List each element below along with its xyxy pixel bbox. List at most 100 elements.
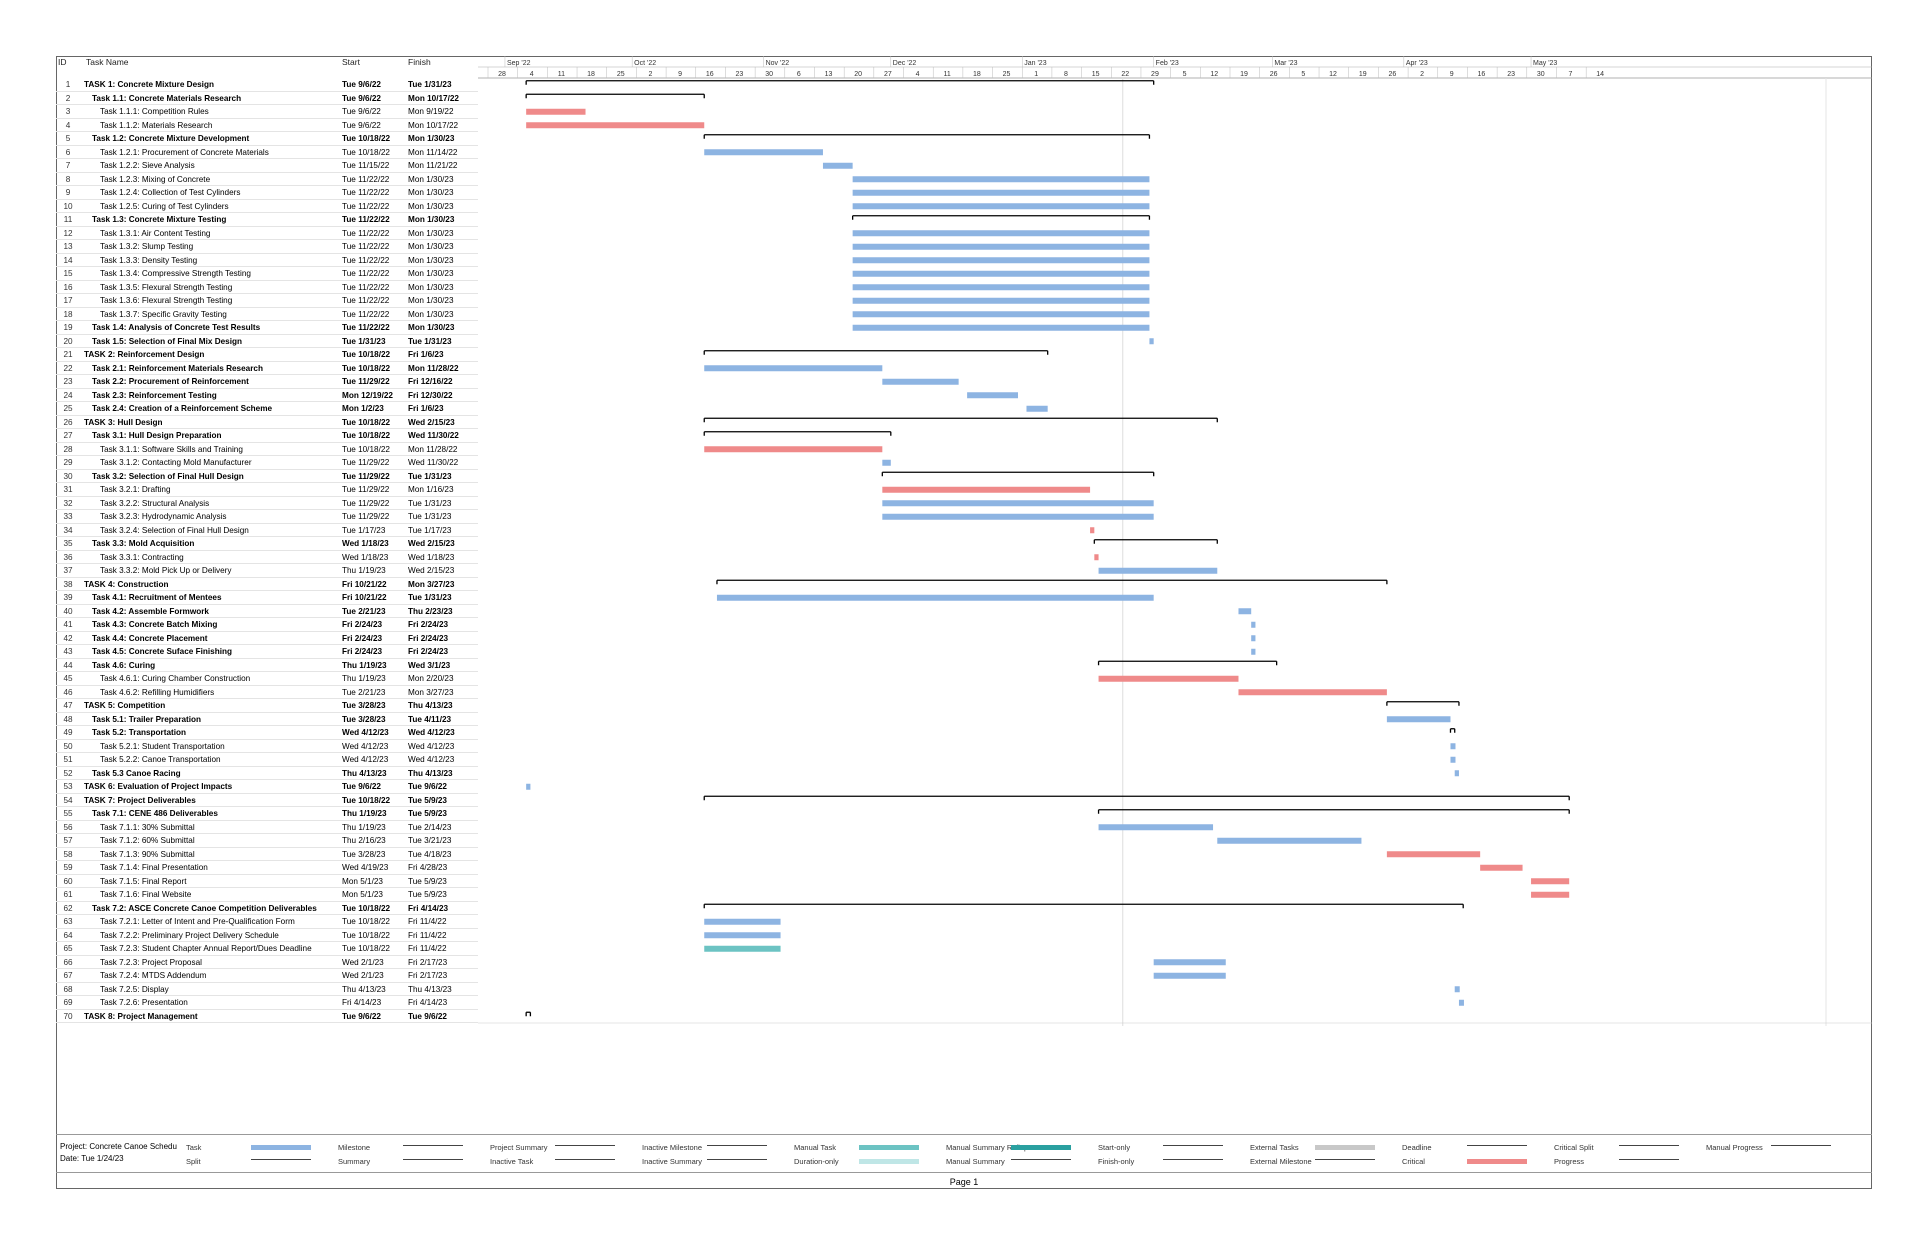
task-name: Task 7.1: CENE 486 Deliverables <box>92 809 218 818</box>
month-label: May '23 <box>1533 60 1557 67</box>
task-start: Thu 4/13/23 <box>342 768 387 778</box>
legend-swatch <box>1771 1145 1831 1151</box>
critical-task-bar <box>1098 675 1239 682</box>
task-bar <box>852 176 1150 183</box>
task-start: Thu 1/19/23 <box>342 660 387 670</box>
day-label: 11 <box>944 71 951 78</box>
task-name: TASK 7: Project Deliverables <box>84 795 196 805</box>
task-start: Tue 11/22/22 <box>342 228 390 238</box>
task-name: Task 1.3: Concrete Mixture Testing <box>92 215 227 224</box>
task-id: 23 <box>63 377 73 386</box>
task-bar <box>1450 756 1456 763</box>
task-start: Fri 10/21/22 <box>342 593 387 602</box>
task-finish: Fri 11/4/22 <box>408 930 447 940</box>
task-finish: Tue 1/31/23 <box>408 80 452 89</box>
task-start: Tue 11/29/22 <box>342 377 390 386</box>
task-start: Tue 10/18/22 <box>342 147 390 157</box>
legend-item: Task <box>186 1143 202 1152</box>
task-finish: Wed 2/15/23 <box>408 417 455 427</box>
task-bar <box>852 189 1150 196</box>
task-name: Task 5.3 Canoe Racing <box>92 768 181 778</box>
task-name: Task 4.4: Concrete Placement <box>92 633 208 643</box>
task-id: 30 <box>63 471 73 481</box>
task-id: 5 <box>65 134 71 143</box>
task-id: 36 <box>63 552 73 562</box>
task-finish: Fri 4/14/23 <box>408 903 449 913</box>
task-finish: Wed 3/1/23 <box>408 660 451 670</box>
task-finish: Thu 4/13/23 <box>408 984 452 994</box>
task-finish: Fri 2/17/23 <box>408 957 448 967</box>
